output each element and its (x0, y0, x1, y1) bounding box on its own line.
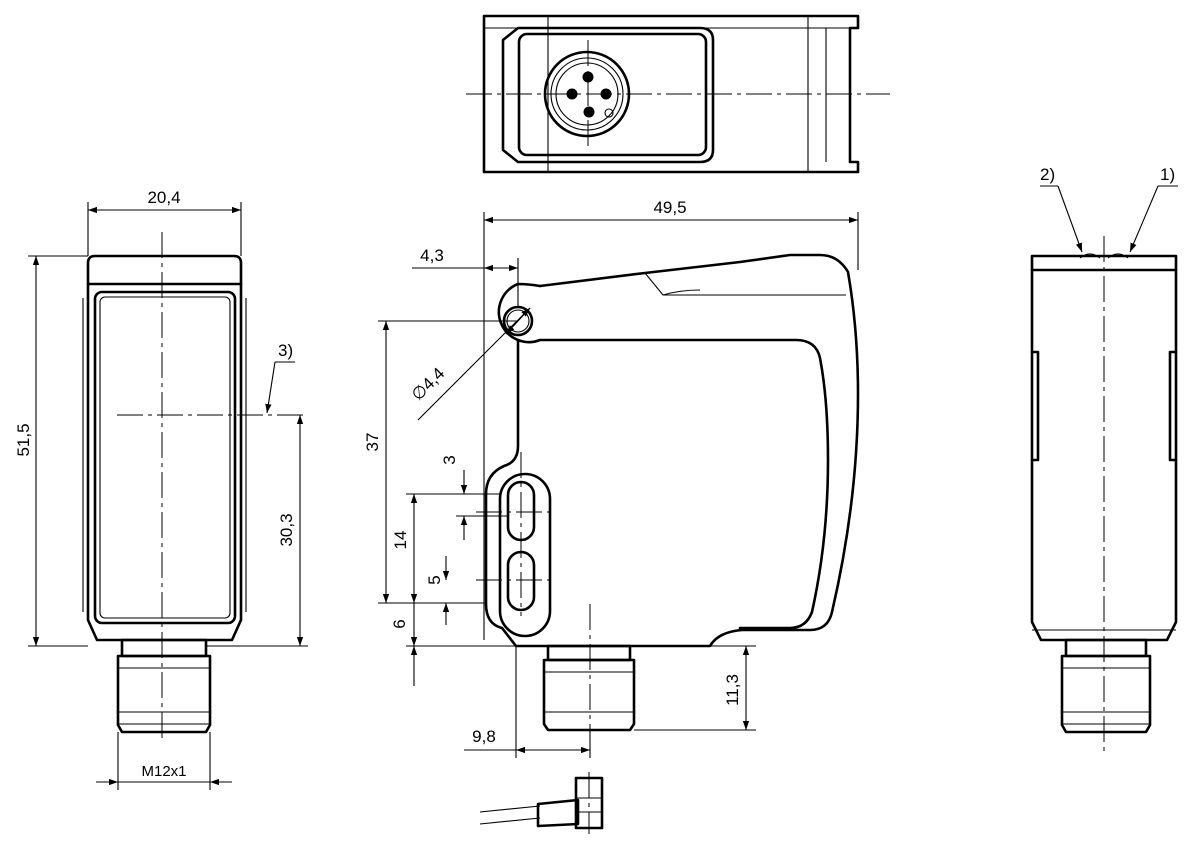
dim-label: 9,8 (472, 727, 496, 746)
dim-label: 20,4 (147, 188, 180, 207)
dim-slot-width: 3 (440, 455, 508, 540)
key-icon (604, 108, 614, 118)
dim-label: 4,3 (420, 246, 444, 265)
dim-slot-spacing: 14 (391, 493, 516, 647)
svg-text:∅4,4: ∅4,4 (408, 364, 449, 405)
dim-width-front: 20,4 (87, 188, 242, 256)
dim-label: 5 (425, 575, 444, 584)
dim-label: 51,5 (14, 423, 33, 456)
dim-label: 30,3 (277, 513, 296, 546)
dim-hole-height: 37 (363, 320, 518, 604)
dim-label: 14 (391, 531, 410, 550)
pin-icon (582, 71, 594, 83)
dim-hole-offset: 4,3 (412, 246, 519, 306)
dim-connector-length: 11,3 (634, 645, 756, 731)
dim-label: 3 (440, 455, 459, 464)
dim-hole-diameter: ∅4,4 (408, 307, 531, 421)
callout-label: 3) (278, 341, 293, 360)
dim-label: 49,5 (653, 198, 686, 217)
dim-label: 11,3 (723, 674, 742, 706)
dim-label: M12x1 (141, 763, 186, 780)
callout-1: 1) (1129, 165, 1178, 253)
back-connector (1060, 638, 1152, 734)
front-view (82, 232, 307, 740)
front-connector (116, 638, 212, 734)
side-connector (542, 644, 636, 732)
dim-depth-total: 49,5 (483, 198, 859, 640)
callout-label: 1) (1160, 165, 1175, 184)
dim-connector-offset: 9,8 (464, 646, 591, 758)
callout-3: 3) (265, 341, 295, 414)
mounting-slot (498, 472, 552, 638)
top-view (466, 14, 890, 174)
pin-icon (583, 106, 595, 118)
back-view (1030, 236, 1178, 752)
dim-height-total: 51,5 (14, 255, 88, 647)
dim-label: 37 (363, 433, 382, 452)
dim-slot-height: 5 (425, 556, 450, 625)
dim-label: 6 (390, 619, 409, 628)
callout-label: 2) (1040, 165, 1055, 184)
dim-lens-center-height: 30,3 (206, 415, 308, 647)
dim-slot-bottom: 6 (390, 603, 418, 686)
cable-connector-sketch (479, 772, 604, 834)
dim-connector-thread: M12x1 (96, 732, 232, 790)
side-view (476, 253, 860, 752)
callout-2: 2) (1040, 165, 1083, 253)
